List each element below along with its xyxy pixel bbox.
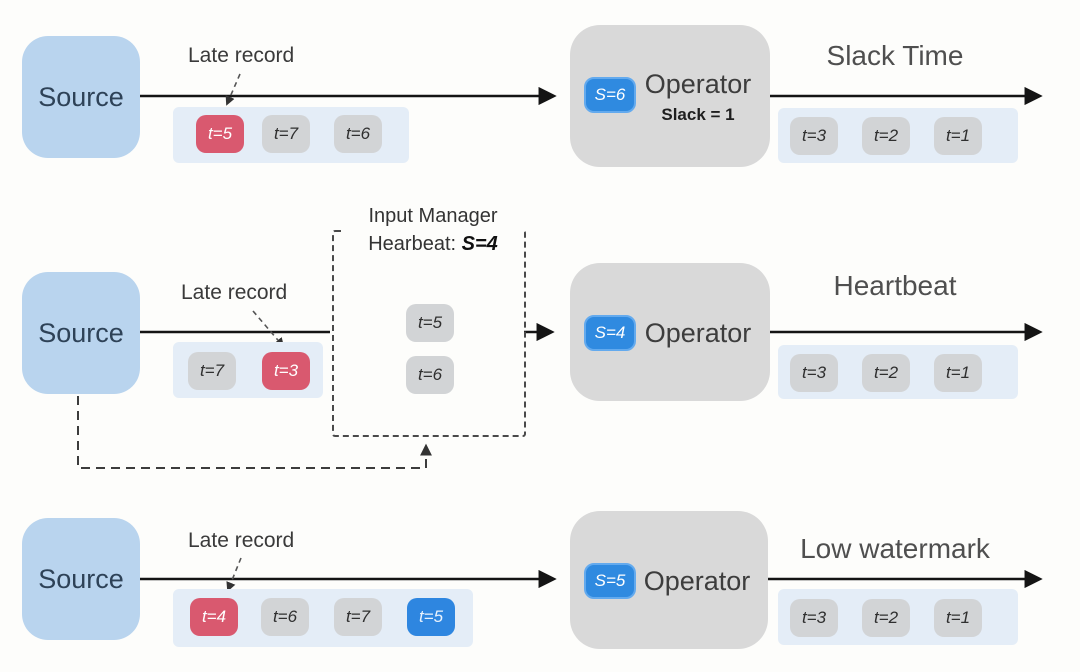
source-label: Source <box>38 81 124 112</box>
operator-label: Operator <box>643 566 751 596</box>
strategy-title-low-watermark: Low watermark <box>800 533 990 564</box>
late-record-pointer-2 <box>252 310 285 348</box>
watermark-badge-1: S=6 <box>584 77 636 113</box>
record: t=2 <box>862 354 910 392</box>
source-label: Source <box>38 563 124 594</box>
operator-box-1: S=6 Operator Slack = 1 <box>570 25 770 167</box>
operator-box-2: S=4 Operator <box>570 263 770 401</box>
late-record-pointer-1 <box>225 73 241 106</box>
watermark-badge-2: S=4 <box>584 315 636 351</box>
record: t=3 <box>790 117 838 155</box>
record-late: t=4 <box>190 598 238 636</box>
record: t=1 <box>934 599 982 637</box>
input-manager-label: Input Manager Hearbeat: S=4 <box>342 202 524 258</box>
record: t=7 <box>262 115 310 153</box>
record-watermark: t=5 <box>407 598 455 636</box>
record: t=6 <box>261 598 309 636</box>
operator-label: Operator <box>644 69 752 99</box>
record: t=3 <box>790 354 838 392</box>
heartbeat-feedback-path <box>77 396 432 469</box>
source-box-3: Source <box>22 518 140 640</box>
heartbeat-value: S=4 <box>461 233 498 255</box>
late-record-label-3: Late record <box>188 529 295 552</box>
late-record-label-1: Late record <box>188 44 295 67</box>
record-buffered: t=5 <box>406 304 454 342</box>
record-late: t=3 <box>262 352 310 390</box>
strategy-title-heartbeat: Heartbeat <box>833 270 957 301</box>
operator-box-3: S=5 Operator <box>570 511 768 649</box>
record: t=1 <box>934 354 982 392</box>
input-manager-title: Input Manager <box>368 205 498 227</box>
source-box-1: Source <box>22 36 140 158</box>
record: t=7 <box>188 352 236 390</box>
record: t=2 <box>862 117 910 155</box>
record: t=7 <box>334 598 382 636</box>
record-late: t=5 <box>196 115 244 153</box>
source-box-2: Source <box>22 272 140 394</box>
operator-label: Operator <box>644 318 752 348</box>
record: t=1 <box>934 117 982 155</box>
record: t=2 <box>862 599 910 637</box>
watermark-badge-3: S=5 <box>584 563 636 599</box>
record-buffered: t=6 <box>406 356 454 394</box>
heartbeat-label: Hearbeat: <box>368 233 457 255</box>
input-manager-heartbeat: Hearbeat: S=4 <box>348 230 518 258</box>
late-record-label-2: Late record <box>181 281 288 304</box>
source-label: Source <box>38 317 124 348</box>
record: t=6 <box>334 115 382 153</box>
strategy-title-slack-time: Slack Time <box>826 40 964 71</box>
operator-sublabel: Slack = 1 <box>661 105 735 124</box>
late-record-pointer-3 <box>226 557 242 592</box>
record: t=3 <box>790 599 838 637</box>
